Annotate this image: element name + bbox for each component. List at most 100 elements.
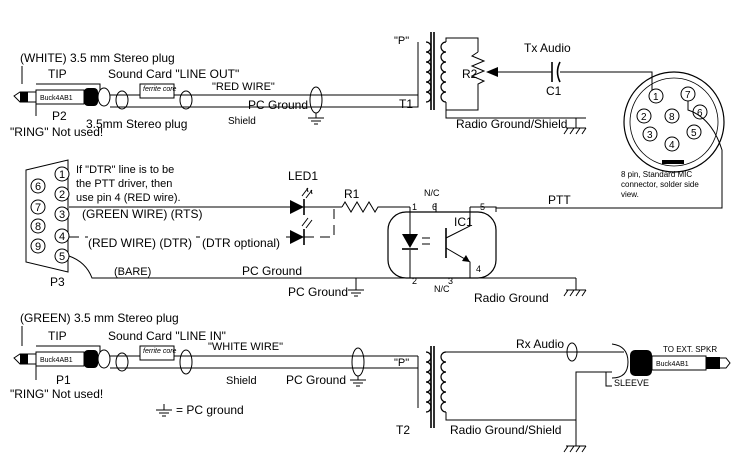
db9-pin-9-label: 9 [35,241,41,253]
mic-connector-outer [623,71,725,173]
db9-pin-5-label: 5 [59,251,65,263]
ic1-internal-led-icon [402,207,430,278]
red-wire-label: (RED WIRE) (DTR) [88,236,192,250]
db9-pin-5: 5 [54,248,70,264]
mic-pin-6-label: 6 [697,108,703,119]
c1-label: C1 [546,84,562,98]
legend-pc-ground: = PC ground [176,403,244,417]
dtr-note-line-1: If "DTR" line is to be [76,164,174,176]
db9-pin-3-label: 3 [59,209,65,221]
rx-audio-path: Rx Audio Radio Ground/Shield Buck4AB1 TO… [445,337,731,453]
ic1-phototransistor-icon [435,203,471,278]
mic-pin-7-label: 7 [685,90,691,101]
db9-shell [25,159,69,273]
sleeve-label: SLEEVE [614,378,649,388]
db9-pin-2: 2 [54,186,70,202]
mic-pin-1: 1 [648,88,664,104]
t1-label: T1 [399,97,413,111]
bottom-shield-label: Shield [226,375,257,387]
rx-ground-wire [445,371,612,421]
mic-connector: 1 7 2 8 6 3 5 4 8 pin, Standard MIC conn… [496,71,725,209]
tx-audio-label: Tx Audio [524,41,571,55]
bottom-pc-ground-label: PC Ground [286,373,346,387]
ic1-pin-4: 4 [476,264,481,274]
top-ring-note: "RING" Not used! [10,125,103,139]
rx-audio-label: Rx Audio [516,337,564,351]
radio-ground-shield-bottom-label: Radio Ground/Shield [450,423,561,437]
top-plug-heading: (WHITE) 3.5 mm Stereo plug [20,51,175,65]
tx-audio-path: R2 Tx Audio C1 Radio Ground/Shield [445,37,653,135]
db9-pin-8-label: 8 [35,221,41,233]
mid-ground-symbol-icon [348,278,364,297]
db9-pin-4: 4 [54,228,70,244]
mic-pin-7: 7 [680,86,696,102]
t1-core [430,32,435,110]
bottom-sound-card-label: Sound Card "LINE IN" [108,329,226,343]
db9-pin-4-label: 4 [59,231,65,243]
mic-pin-6: 6 [692,104,708,120]
t2-secondary-coil-icon [440,351,447,413]
db9-connector: 6 7 8 9 1 2 3 4 5 P3 [25,159,70,289]
tx-audio-wire-b [560,71,653,96]
radio-ground-shield-top-label: Radio Ground/Shield [456,117,567,131]
bottom-ferrite-box [139,345,175,361]
top-plug-label: 3.5mm Stereo plug [86,117,187,131]
mic-pin-3: 3 [642,126,658,142]
mic-connector-inner [629,77,719,167]
dtr-note-line-2: the PTT driver, then [76,178,172,190]
bottom-plug-brand: Buck4AB1 [40,357,73,364]
top-red-wire-label: "RED WIRE" [212,81,275,93]
transformer-t1: "P" T1 [394,32,447,111]
db9-pin-9: 9 [30,238,46,254]
top-ground-symbol-icon [308,113,324,125]
spkr-plug-brand: Buck4AB1 [656,361,689,368]
bottom-ring-note: "RING" Not used! [10,387,103,401]
db9-pin-8: 8 [30,218,46,234]
transformer-t2: "P" T2 [394,346,447,437]
top-plug-section: (WHITE) 3.5 mm Stereo plug TIP Sound Car… [10,51,419,139]
db9-pin-6: 6 [30,178,46,194]
top-plug-id: P2 [52,109,67,123]
mic-note-line-3: view. [621,190,639,199]
bottom-plug-id: P1 [56,373,71,387]
dtr-led-dashed-wire [304,207,335,238]
ext-spkr-label: TO EXT. SPKR [663,345,717,354]
t2-p-mark: "P" [394,357,409,369]
mic-note-line-2: connector, solder side [621,180,699,189]
db9-id: P3 [50,275,65,289]
mic-pin-4: 4 [664,136,680,152]
bottom-plug-tip-label: TIP [48,329,67,343]
legend-ground-icon [156,404,172,417]
bare-ground-wire [68,255,410,279]
ptt-label: PTT [548,193,571,207]
ic1-label: IC1 [454,215,473,229]
ptt-wiring: If "DTR" line is to be the PTT driver, t… [68,164,587,305]
mic-pin-8-label: 8 [669,112,675,123]
db9-pin-7-label: 7 [35,202,41,214]
speaker-plug-icon: Buck4AB1 [611,343,731,379]
led1-label: LED1 [288,169,318,183]
bottom-shield-ring [351,347,365,377]
led1-icon [290,187,313,215]
db9-pin-7: 7 [30,199,46,215]
mic-pin-2: 2 [636,108,652,124]
dtr-optional-label: (DTR optional) [202,236,280,250]
db9-pin-1-label: 1 [59,169,65,181]
ptt-wire [496,101,723,209]
t2-label: T2 [396,423,410,437]
ic1-pin-1: 1 [412,202,417,212]
bottom-white-wire-label: "WHITE WIRE" [208,341,283,353]
r2-bottom-wire [445,102,479,111]
top-plug-brand: Buck4AB1 [40,95,73,102]
r1-resistor-icon [341,201,410,213]
db9-pin-2-label: 2 [59,189,65,201]
ic1-nc-top: N/C [424,188,440,198]
sleeve-leader [605,372,612,387]
top-sound-card-label: Sound Card "LINE OUT" [108,67,239,81]
top-shield-ring [309,86,323,114]
r2-top-wire [445,37,479,52]
radio-ground-bottom-icon [563,420,587,453]
mic-note-line-1: 8 pin, Standard MIC [621,170,692,179]
mic-pin-3-label: 3 [647,130,653,141]
